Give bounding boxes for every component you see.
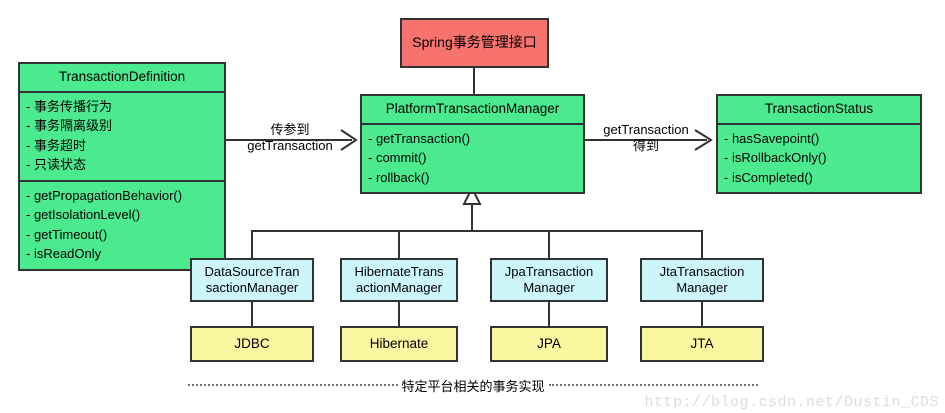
connector-title-to-manager — [473, 66, 475, 96]
footer-dotted-line-left — [188, 384, 398, 386]
connector-bus-drop-2 — [548, 230, 550, 258]
tech-label: JDBC — [234, 335, 270, 351]
tech-box-jdbc: JDBC — [190, 326, 314, 362]
tech-box-hibernate: Hibernate — [340, 326, 458, 362]
method-row: - hasSavepoint() — [724, 130, 820, 146]
class-box-platform-transaction-manager: PlatformTransactionManager - getTransact… — [360, 94, 585, 195]
impl-label-line1: JtaTransaction — [659, 264, 745, 280]
method-row: - getIsolationLevel() — [26, 207, 141, 223]
method-row: - isCompleted() — [724, 169, 813, 185]
class-box-jta-transaction-manager: JtaTransaction Manager — [640, 258, 764, 302]
tech-label: JPA — [537, 335, 561, 351]
method-row: - commit() — [368, 150, 427, 166]
edge-label-manager-to-status: getTransaction 得到 — [594, 122, 698, 155]
edge-label-line1: 传参到 — [270, 122, 310, 137]
tech-label: Hibernate — [369, 335, 429, 351]
class-box-transaction-status: TransactionStatus - hasSavepoint() - isR… — [716, 94, 922, 195]
impl-label-line1: HibernateTrans — [354, 264, 444, 280]
class-box-transaction-definition: TransactionDefinition - 事务传播行为 - 事务隔离级别 … — [18, 62, 226, 271]
class-name-transaction-definition: TransactionDefinition — [58, 69, 186, 84]
class-box-datasource-transaction-manager: DataSourceTran sactionManager — [190, 258, 314, 302]
watermark: http://blog.csdn.net/Dustin_CDS — [644, 394, 939, 411]
method-compartment-platform-transaction-manager: - getTransaction() - commit() - rollback… — [362, 122, 583, 193]
method-row: - isReadOnly — [26, 246, 102, 262]
impl-label: HibernateTrans actionManager — [351, 264, 446, 296]
method-row: - isRollbackOnly() — [724, 150, 827, 166]
connector-impl-tech-2 — [548, 302, 550, 328]
connector-manager-to-status — [585, 139, 707, 141]
method-compartment-transaction-definition: - getPropagationBehavior() - getIsolatio… — [20, 179, 224, 269]
tech-label: JTA — [690, 335, 714, 351]
title-box-spring-transaction-api: Spring事务管理接口 — [400, 18, 549, 68]
connector-bus-drop-3 — [701, 230, 703, 258]
connector-bus-drop-1 — [398, 230, 400, 258]
impl-label: DataSourceTran sactionManager — [202, 264, 303, 296]
footer-dotted-line-right — [548, 384, 759, 386]
impl-label-line1: DataSourceTran — [204, 264, 300, 280]
method-row: - getTransaction() — [368, 130, 471, 146]
impl-label-line2: sactionManager — [205, 280, 299, 295]
connector-impl-tech-1 — [398, 302, 400, 328]
impl-label: JpaTransaction Manager — [502, 264, 596, 296]
tech-box-jpa: JPA — [490, 326, 608, 362]
title-box-label: Spring事务管理接口 — [412, 34, 537, 51]
attribute-row: - 只读状态 — [26, 157, 86, 173]
footer-note-group: 特定平台相关的事务实现 — [188, 375, 759, 395]
edge-label-definition-to-manager: 传参到 getTransaction — [238, 122, 342, 155]
connector-impl-tech-0 — [251, 302, 253, 328]
attribute-row: - 事务超时 — [26, 137, 86, 153]
connector-bus-drop-0 — [251, 230, 253, 258]
method-row: - getTimeout() — [26, 226, 108, 242]
impl-label-line1: JpaTransaction — [504, 264, 594, 280]
class-name-platform-transaction-manager: PlatformTransactionManager — [385, 101, 560, 116]
edge-label-line2: getTransaction — [247, 138, 333, 154]
impl-label-line2: actionManager — [356, 280, 442, 295]
impl-label-line2: Manager — [676, 280, 728, 295]
method-row: - rollback() — [368, 169, 430, 185]
class-box-hibernate-transaction-manager: HibernateTrans actionManager — [340, 258, 458, 302]
method-compartment-transaction-status: - hasSavepoint() - isRollbackOnly() - is… — [718, 122, 920, 193]
class-box-jpa-transaction-manager: JpaTransaction Manager — [490, 258, 608, 302]
class-name-transaction-status: TransactionStatus — [764, 101, 874, 116]
impl-label: JtaTransaction Manager — [657, 264, 748, 296]
connector-inheritance-stem — [471, 196, 473, 232]
connector-impl-tech-3 — [701, 302, 703, 328]
tech-box-jta: JTA — [640, 326, 764, 362]
connector-inheritance-bus — [251, 230, 703, 232]
edge-label-line1: getTransaction — [603, 122, 689, 137]
attribute-compartment-transaction-definition: - 事务传播行为 - 事务隔离级别 - 事务超时 - 只读状态 — [20, 90, 224, 180]
connector-definition-to-manager — [226, 139, 352, 141]
edge-label-line2: 得到 — [632, 138, 659, 154]
impl-label-line2: Manager — [523, 280, 575, 295]
attribute-row: - 事务隔离级别 — [26, 118, 112, 134]
method-row: - getPropagationBehavior() — [26, 187, 183, 203]
attribute-row: - 事务传播行为 — [26, 98, 112, 114]
footer-note-label: 特定平台相关的事务实现 — [401, 378, 545, 394]
